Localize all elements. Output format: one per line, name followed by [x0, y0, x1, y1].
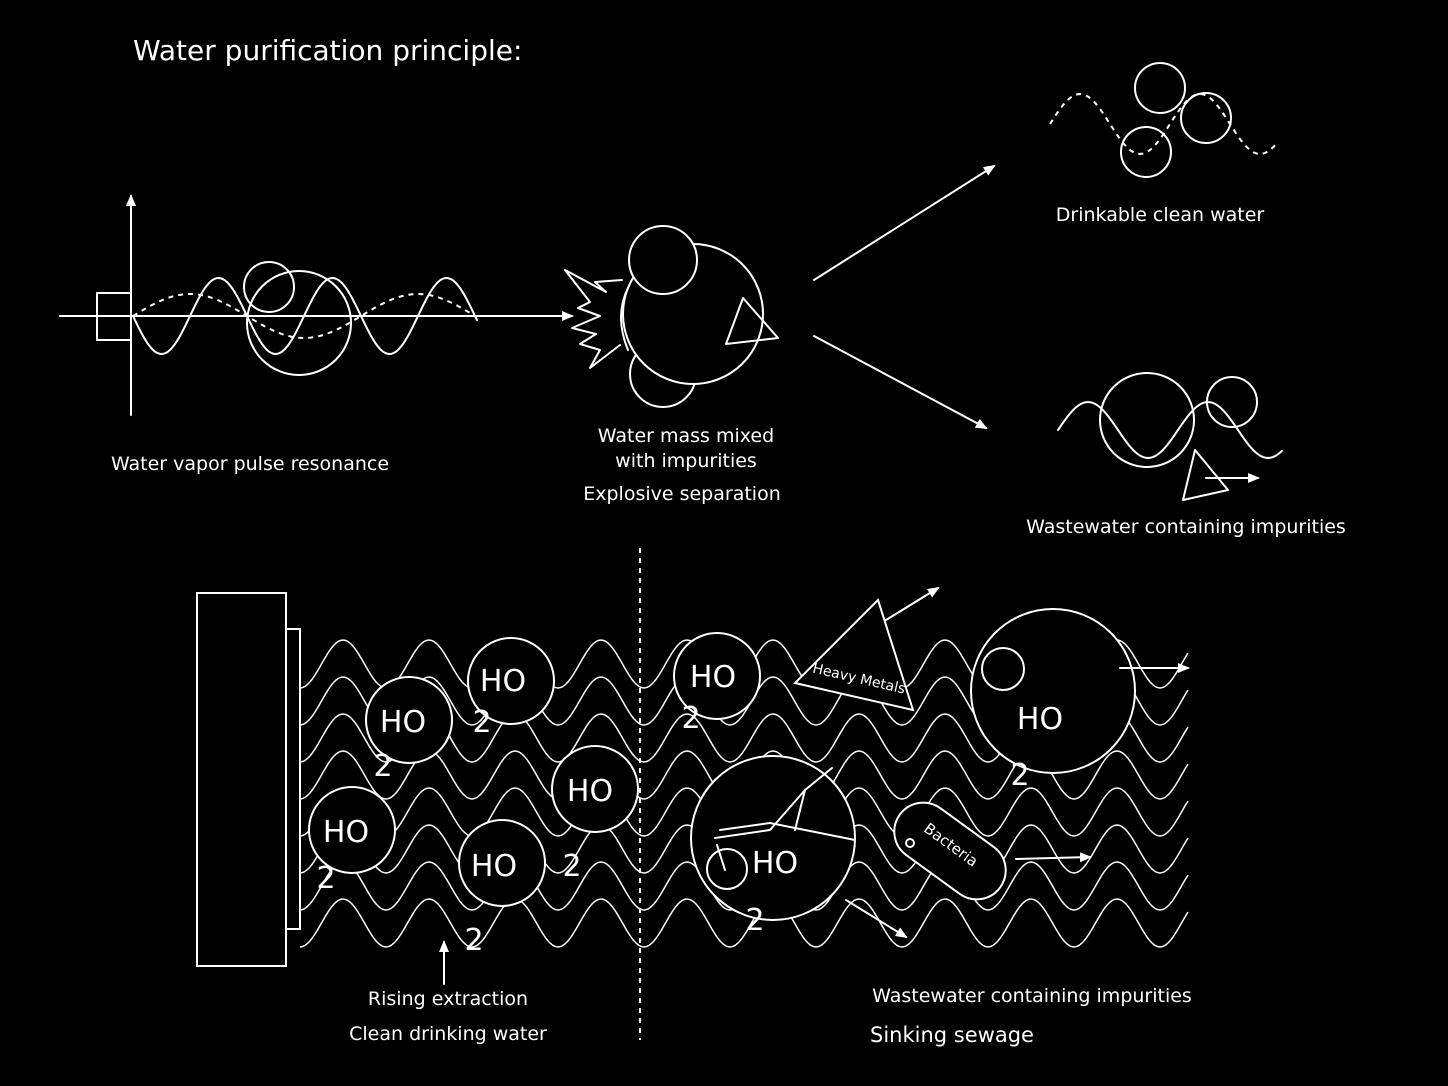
pulse-resonance-graphic — [59, 194, 574, 416]
label-vapor-pulse: Water vapor pulse resonance — [111, 453, 389, 475]
molecule: HO 2 — [467, 637, 555, 740]
svg-text:2: 2 — [562, 849, 581, 884]
svg-text:2: 2 — [472, 705, 491, 740]
arrow-to-clean — [813, 164, 996, 281]
label-clean: Clean drinking water — [349, 1023, 547, 1045]
arrow-to-waste — [813, 335, 988, 429]
wastewater-graphic — [1057, 372, 1283, 501]
label-rising: Rising extraction — [368, 988, 528, 1010]
crushed-molecule: HO 2 — [690, 755, 908, 939]
large-molecule: HO 2 — [970, 608, 1190, 793]
label-mass-line1: Water mass mixed — [598, 425, 774, 447]
svg-text:HO: HO — [567, 774, 613, 809]
label-drinkable: Drinkable clean water — [1056, 204, 1265, 226]
page-title: Water purification principle: — [133, 34, 522, 67]
clean-water-graphic — [1049, 62, 1277, 178]
label-mass-line2: with impurities — [615, 450, 757, 472]
svg-text:2: 2 — [681, 701, 700, 736]
svg-text:2: 2 — [464, 923, 483, 958]
svg-text:2: 2 — [1010, 758, 1029, 793]
device-emitter — [285, 628, 301, 930]
svg-text:HO: HO — [752, 846, 798, 881]
svg-text:HO: HO — [323, 815, 369, 850]
molecule: HO 2 — [673, 632, 761, 736]
label-explosive: Explosive separation — [583, 483, 781, 505]
wave-line — [299, 898, 1189, 948]
bacteria-impurity: Bacteria — [893, 801, 1092, 901]
molecule: HO 2 — [308, 786, 396, 896]
svg-text:2: 2 — [373, 749, 392, 784]
heavy-metals-impurity: Heavy Metals — [793, 586, 940, 712]
svg-text:HO: HO — [380, 705, 426, 740]
svg-text:HO: HO — [471, 849, 517, 884]
svg-text:HO: HO — [1017, 702, 1063, 737]
svg-text:HO: HO — [480, 664, 526, 699]
label-wastewater-top: Wastewater containing impurities — [1026, 516, 1346, 538]
molecule: HO 2 — [365, 676, 453, 784]
svg-text:2: 2 — [745, 903, 764, 938]
molecule: HO — [551, 745, 639, 833]
explosion-graphic — [564, 225, 779, 408]
device-body — [196, 592, 287, 967]
molecule: HO 2 2 — [458, 819, 582, 958]
label-wastewater-bottom: Wastewater containing impurities — [872, 985, 1192, 1007]
svg-text:HO: HO — [690, 660, 736, 695]
svg-text:2: 2 — [316, 861, 335, 896]
label-sinking: Sinking sewage — [870, 1023, 1034, 1047]
